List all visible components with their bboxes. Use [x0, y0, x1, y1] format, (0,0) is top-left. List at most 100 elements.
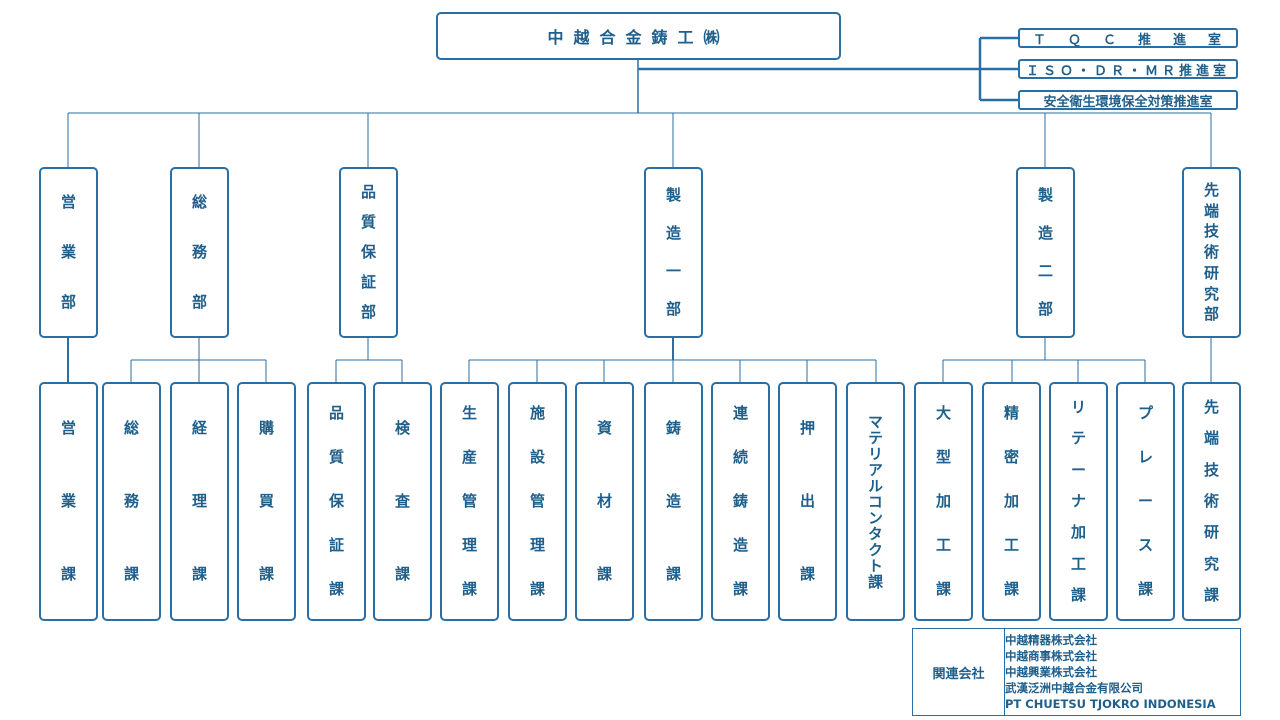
label-char: 術 [1203, 243, 1219, 261]
label-char: 管 [529, 491, 545, 510]
section-box: 品質保証課 [307, 382, 366, 621]
staff-label-safety: 安全衛生環境保全対策推進室 [1043, 94, 1213, 110]
section-box: 精密加工課 [982, 382, 1041, 621]
label-char: 務 [123, 492, 139, 510]
section-box: 資材課 [575, 382, 634, 621]
label-char: 証 [328, 535, 344, 554]
label-char: 理 [529, 535, 545, 554]
label-char: 加 [1070, 523, 1086, 542]
staff-box-safety: 安全衛生環境保全対策推進室 [1018, 90, 1238, 110]
label-char: 密 [1003, 448, 1019, 467]
label-char: ー [1070, 460, 1086, 479]
label-char: 連 [732, 404, 748, 423]
label-char: 課 [1003, 579, 1019, 598]
department-box: 製造二部 [1016, 167, 1075, 338]
label-char: 課 [1203, 585, 1219, 604]
staff-box-tqc: ＴＱＣ推進室 [1018, 28, 1238, 48]
related-company-item: PT CHUETSU TJOKRO INDONESIA [1005, 697, 1216, 711]
label-char: 研 [1203, 263, 1219, 282]
label-char: 業 [60, 242, 76, 261]
label-char: 課 [461, 579, 477, 598]
company-name: 中越合金鋳工㈱ [547, 28, 730, 47]
label-char: 課 [1137, 579, 1153, 598]
label-char: 産 [461, 448, 477, 467]
section-box: 検査課 [373, 382, 432, 621]
section-box: 先端技術研究課 [1182, 382, 1241, 621]
label-char: ー [1137, 491, 1153, 510]
label-char: 端 [1203, 429, 1219, 448]
label-char: 保 [360, 242, 376, 261]
label-char: 買 [258, 492, 274, 510]
related-company-item: 中越精器株式会社 [1005, 633, 1097, 647]
label-char: 課 [191, 565, 207, 583]
label-char: 査 [394, 492, 410, 510]
label-char: 課 [1070, 585, 1086, 604]
label-char: 究 [1203, 554, 1219, 573]
label-char: 設 [529, 448, 545, 467]
label-char: 総 [123, 419, 139, 437]
label-char: 先 [1203, 180, 1219, 199]
label-char: 証 [360, 273, 376, 292]
label-char: 品 [360, 182, 376, 201]
label-char: リ [1070, 398, 1086, 417]
label-char: 検 [394, 419, 410, 437]
label-char: 大 [935, 404, 951, 423]
department-box: 製造一部 [644, 167, 703, 338]
label-char: 先 [1203, 398, 1219, 417]
label-char: 鋳 [665, 419, 681, 437]
section-box: 押出課 [778, 382, 837, 621]
section-box: 経理課 [170, 382, 229, 621]
label-char: 部 [60, 293, 76, 312]
label-char: 押 [799, 419, 815, 437]
section-box: 大型加工課 [914, 382, 973, 621]
label-char: 一 [665, 261, 681, 280]
related-company-item: 武漢泛洲中越合金有限公司 [1005, 681, 1143, 695]
company-box: 中越合金鋳工㈱ [436, 12, 841, 60]
label-char: 課 [328, 579, 344, 598]
label-char: 施 [529, 404, 545, 423]
label-char: 部 [1037, 299, 1053, 318]
label-char: レ [1137, 448, 1153, 467]
label-char: 品 [328, 404, 344, 423]
label-char: 質 [360, 212, 376, 231]
label-char: 管 [461, 491, 477, 510]
label-char: 課 [123, 565, 139, 583]
label-char: 加 [935, 491, 951, 510]
section-box: マテリアルコンタクト課 [846, 382, 905, 621]
related-company-item: 中越商事株式会社 [1005, 649, 1097, 663]
related-companies-box: 関連会社 中越精器株式会社 中越商事株式会社 中越興業株式会社 武漢泛洲中越合金… [912, 628, 1241, 716]
label-char: 部 [360, 303, 376, 322]
section-box: プレース課 [1116, 382, 1175, 621]
section-box: 営業課 [39, 382, 98, 621]
label-char: 部 [1203, 305, 1219, 324]
label-char: 技 [1203, 460, 1219, 479]
label-char: 部 [191, 293, 207, 312]
label-char: プ [1137, 404, 1153, 423]
section-box: 施設管理課 [508, 382, 567, 621]
label-char: 研 [1203, 523, 1219, 542]
label-char: 生 [461, 404, 477, 423]
label-char: 課 [732, 579, 748, 598]
label-char: 課 [596, 565, 612, 583]
label-char: 出 [799, 492, 815, 510]
label-char: 続 [732, 448, 748, 467]
label-char: 精 [1003, 404, 1019, 423]
related-companies-list: 中越精器株式会社 中越商事株式会社 中越興業株式会社 武漢泛洲中越合金有限公司 … [1005, 629, 1240, 715]
section-box: 購買課 [237, 382, 296, 621]
staff-label-tqc: ＴＱＣ推進室 [1033, 32, 1244, 48]
department-box: 総務部 [170, 167, 229, 338]
label-char: 理 [191, 492, 207, 510]
label-char: 総 [191, 192, 207, 211]
label-char: ス [1137, 535, 1153, 554]
department-box: 品質保証部 [339, 167, 398, 338]
label-char: 課 [394, 565, 410, 583]
related-companies-label: 関連会社 [913, 629, 1005, 715]
label-char: 鋳 [732, 491, 748, 510]
label-char: 究 [1203, 284, 1219, 303]
label-char: 課 [665, 565, 681, 583]
section-box: 連続鋳造課 [711, 382, 770, 621]
related-company-item: 中越興業株式会社 [1005, 665, 1097, 679]
section-box: 生産管理課 [440, 382, 499, 621]
label-char: 部 [665, 299, 681, 318]
label-char: ナ [1070, 491, 1086, 510]
